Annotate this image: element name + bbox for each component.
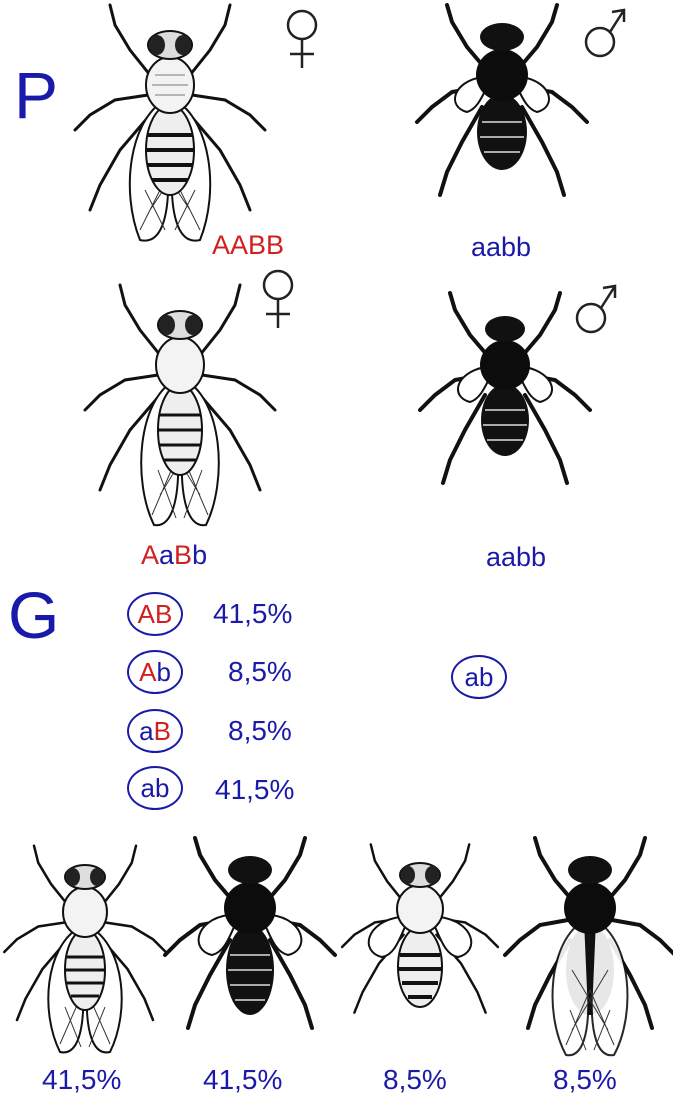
f1-male-genotype: aabb [486,544,546,571]
gamete-allele-2: b [156,659,170,685]
offspring-percent: 41,5% [42,1066,121,1094]
gamete-percent: 8,5% [228,717,292,745]
offspring-black-short-fly [170,835,330,1055]
gamete-percent: 41,5% [215,776,294,804]
offspring-percent: 8,5% [383,1066,447,1094]
parent-male-genotype: aabb [471,234,531,261]
offspring-percent: 8,5% [553,1066,617,1094]
gamete-allele-1: a [141,775,155,801]
gamete-allele-1: a [139,718,153,744]
gamete-allele-2: b [155,775,169,801]
gametes-label: G [8,582,59,648]
gamete-allele-1: A [138,601,155,627]
male-gamete-circle: ab [451,655,507,699]
offspring-grey-long-fly [5,832,165,1062]
gamete-allele-2: B [154,718,171,744]
f1-female-symbol-icon [258,268,298,335]
parent-male-fly [417,2,587,202]
gamete-allele-1: A [139,659,156,685]
offspring-grey-short-fly [340,832,500,1042]
male-symbol-icon [584,4,628,67]
offspring-black-long-fly [510,830,670,1060]
gamete-percent: 41,5% [213,600,292,628]
f1-male-symbol-icon [575,280,619,343]
parents-label: P [14,62,58,128]
f1-female-genotype: AaBb [141,542,207,569]
gamete-percent: 8,5% [228,658,292,686]
parent-female-fly [70,0,270,250]
parent-female-genotype: AABB [212,232,284,259]
gamete-allele-2: B [155,601,172,627]
f1-male-fly [425,295,585,475]
female-symbol-icon [282,8,322,75]
f1-female-fly [85,280,275,530]
offspring-percent: 41,5% [203,1066,282,1094]
